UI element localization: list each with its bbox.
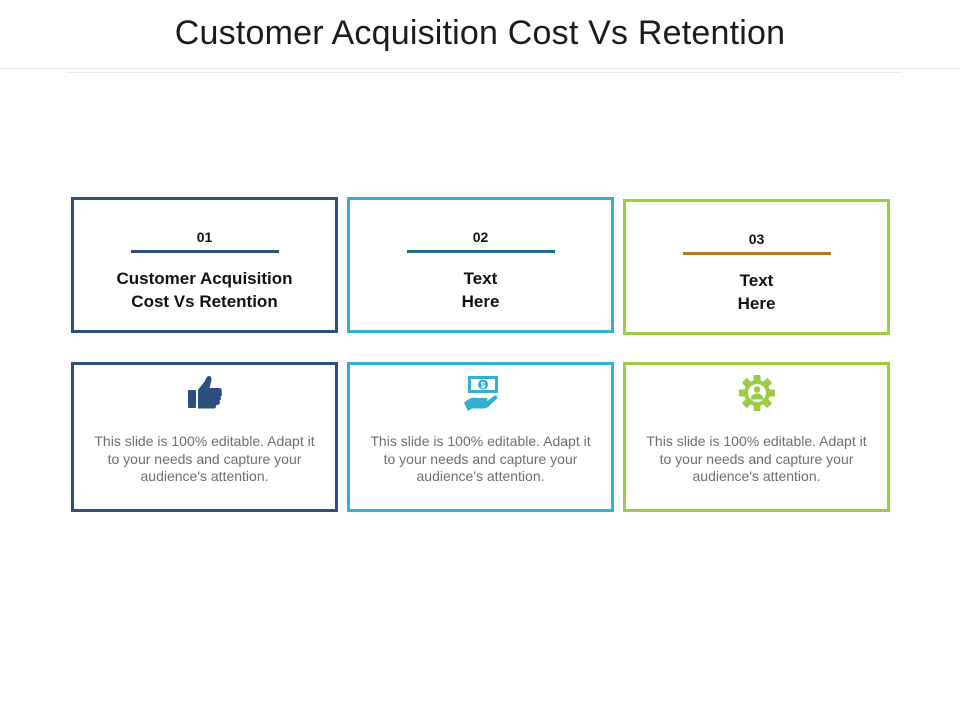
card-heading: Customer Acquisition Cost Vs Retention [117, 267, 293, 313]
detail-card-03: This slide is 100% editable. Adapt it to… [623, 362, 890, 512]
money-hand-icon: $ [461, 373, 501, 413]
card-number: 02 [472, 229, 489, 245]
detail-card-01: This slide is 100% editable. Adapt it to… [71, 362, 338, 512]
card-number-underline [130, 250, 279, 253]
card-number-underline [682, 252, 831, 255]
card-number: 03 [748, 231, 765, 247]
header-card-03: 03 Text Here [623, 199, 890, 335]
card-heading-line2: Here [737, 294, 776, 313]
card-description: This slide is 100% editable. Adapt it to… [94, 433, 315, 484]
gear-person-icon [737, 373, 777, 413]
detail-card-02: $ This slide is 100% editable. Adapt it … [347, 362, 614, 512]
title-divider [0, 68, 960, 69]
card-number-underline [406, 250, 555, 253]
header-card-02: 02 Text Here [347, 197, 614, 333]
card-heading-line2: Here [461, 292, 500, 311]
card-heading-line1: Text [739, 271, 774, 290]
card-description: This slide is 100% editable. Adapt it to… [646, 433, 867, 484]
slide-title: Customer Acquisition Cost Vs Retention [174, 14, 786, 52]
title-subdivider [66, 72, 902, 73]
card-heading-line1: Text [463, 269, 498, 288]
svg-text:$: $ [480, 381, 485, 390]
card-heading-line2: Cost Vs Retention [131, 292, 278, 311]
thumbs-up-icon [185, 373, 225, 413]
card-heading: Text Here [738, 269, 776, 315]
card-number: 01 [196, 229, 213, 245]
header-card-01: 01 Customer Acquisition Cost Vs Retentio… [71, 197, 338, 333]
card-heading-line1: Customer Acquisition [116, 269, 293, 288]
card-heading: Text Here [462, 267, 500, 313]
card-description: This slide is 100% editable. Adapt it to… [370, 433, 591, 484]
